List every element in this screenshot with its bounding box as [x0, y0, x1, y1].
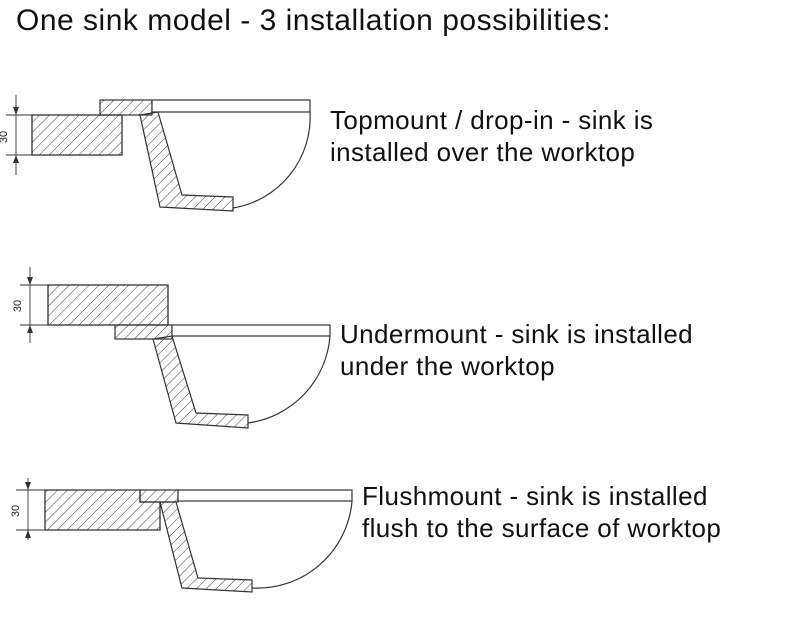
sink-rim-far-edge: [177, 489, 353, 502]
dimension-30: 30: [12, 267, 50, 343]
dimension-arrow-icon: [25, 482, 31, 490]
dimension-label: 30: [10, 505, 22, 517]
caption-undermount: Undermount - sink is installed under the…: [340, 318, 800, 382]
dimension-arrow-icon: [27, 325, 33, 333]
worktop-section: [47, 284, 169, 326]
bowl-arc: [232, 111, 311, 209]
caption-flushmount: Flushmount - sink is installed flush to …: [362, 480, 792, 544]
dimension-arrow-icon: [13, 155, 19, 163]
caption-line: Topmount / drop-in - sink is: [330, 105, 654, 135]
undermount-diagram: 30: [12, 267, 331, 429]
caption-line: under the worktop: [340, 351, 555, 381]
caption-line: flush to the surface of worktop: [362, 513, 722, 543]
sink-rim-section: [99, 99, 153, 116]
sink-wall-section: [159, 501, 253, 593]
dimension-arrow-icon: [25, 530, 31, 538]
caption-line: installed over the worktop: [330, 137, 636, 167]
dimension-30: 30: [0, 95, 34, 175]
sink-rim-section: [139, 489, 179, 503]
caption-line: Undermount - sink is installed: [340, 319, 694, 349]
dimension-label: 30: [12, 300, 24, 312]
bowl-arc: [251, 500, 353, 589]
topmount-diagram: 30: [0, 95, 311, 212]
sink-wall-section: [139, 111, 234, 212]
sink-rim-far-edge: [171, 324, 331, 337]
caption-topmount: Topmount / drop-in - sink is installed o…: [330, 104, 800, 168]
page-title: One sink model - 3 installation possibil…: [16, 4, 611, 37]
caption-line: Flushmount - sink is installed: [362, 481, 708, 511]
sink-cross-section: [99, 99, 311, 212]
sink-rim-far-edge: [151, 99, 311, 113]
sink-wall-section: [152, 335, 249, 429]
dimension-30: 30: [10, 478, 47, 540]
dimension-arrow-icon: [13, 107, 19, 115]
dimension-arrow-icon: [27, 277, 33, 285]
worktop-section: [31, 114, 123, 156]
dimension-label: 30: [0, 131, 10, 143]
flushmount-diagram: 30: [10, 478, 353, 593]
sink-cross-section: [139, 489, 353, 593]
bowl-arc: [247, 335, 331, 424]
sink-cross-section: [114, 324, 331, 429]
